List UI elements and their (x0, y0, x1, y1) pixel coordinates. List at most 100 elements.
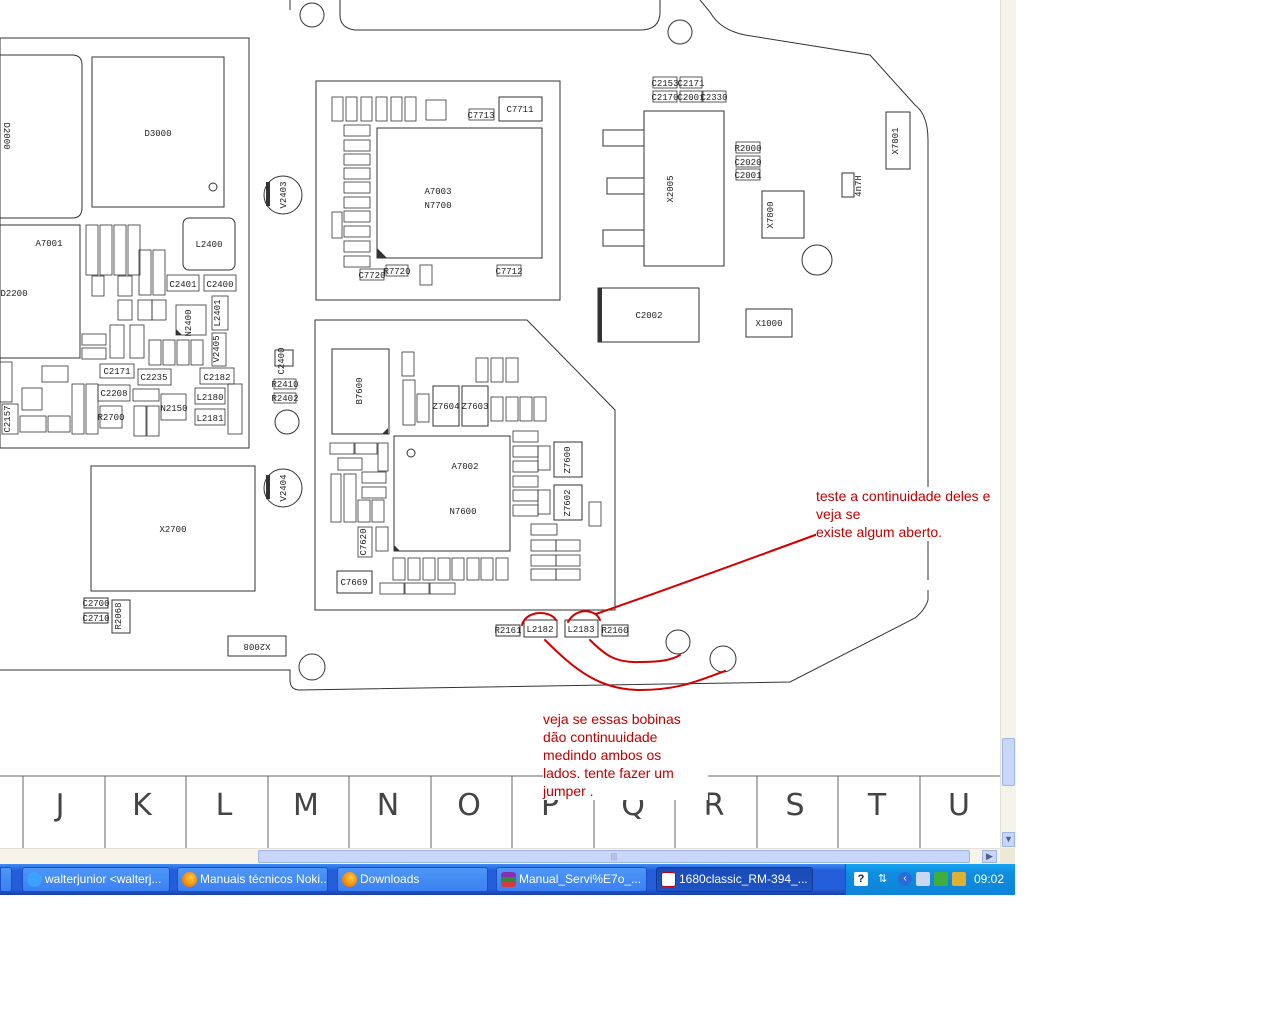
scroll-down-arrow-icon[interactable]: ▼ (1002, 832, 1015, 847)
chip-c2001b: C2001 (677, 93, 704, 103)
chip-c2710: C2710 (82, 614, 109, 624)
chip-d3000: D3000 (144, 129, 171, 139)
chip-c7620: C7620 (359, 528, 369, 555)
chip-c2208: C2208 (100, 389, 127, 399)
chip-c7720: C7720 (358, 271, 385, 281)
winrar-icon (501, 872, 516, 887)
taskbar: walterjunior <walterj... Manuais técnico… (0, 864, 1015, 895)
chip-n2400: N2400 (184, 309, 194, 336)
firefox-icon (342, 872, 357, 887)
chip-n7600: N7600 (449, 507, 476, 517)
chip-a7003: A7003 (424, 187, 451, 197)
chip-c2002: C2002 (635, 311, 662, 321)
chip-b7600: B7600 (355, 377, 365, 404)
taskbar-item-label: Downloads (360, 872, 420, 886)
chip-c2235: C2235 (140, 373, 167, 383)
ruler-letter: N (377, 788, 399, 823)
chip-r7720: R7720 (383, 267, 410, 277)
taskbar-item-firefox-downloads[interactable]: Downloads (337, 867, 488, 892)
chip-r2000: R2000 (734, 144, 761, 154)
chip-r2068: R2068 (114, 602, 124, 629)
help-icon[interactable]: ? (854, 872, 868, 886)
chip-c2153: C2153 (651, 79, 678, 89)
taskbar-item-messenger[interactable] (0, 867, 12, 892)
firefox-icon (182, 872, 197, 887)
chip-z7602: Z7602 (563, 489, 573, 516)
chip-c2171: C2171 (103, 367, 130, 377)
chip-r2410: R2410 (271, 380, 298, 390)
messenger-icon (27, 872, 42, 887)
chip-v2405: V2405 (212, 335, 222, 362)
chip-c7669: C7669 (340, 578, 367, 588)
taskbar-clock[interactable]: 09:02 (974, 872, 1005, 886)
volume-icon[interactable] (952, 872, 966, 886)
chip-l2181: L2181 (196, 414, 223, 424)
chip-c7711: C7711 (506, 105, 533, 115)
ruler-letter: R (704, 788, 725, 823)
chip-c2171b: C2171 (677, 79, 704, 89)
ruler-letter: J (54, 788, 65, 823)
taskbar-item-label: Manual_Servi%E7o_... (519, 872, 642, 886)
safely-remove-icon[interactable] (934, 872, 948, 886)
annotation-coils: veja se essas bobinas dão continuuidade … (543, 710, 708, 800)
chip-l2401: L2401 (213, 299, 223, 326)
pdf-icon (661, 872, 676, 887)
chip-z7604: Z7604 (432, 402, 459, 412)
taskbar-item-label: Manuais técnicos Noki... (200, 872, 328, 886)
chip-x2008: X2008 (243, 641, 270, 651)
chip-v2404: V2404 (279, 474, 289, 501)
vertical-scrollbar[interactable]: ▼ (1000, 0, 1016, 848)
chip-x7800: X7800 (766, 201, 776, 228)
taskbar-item-pdf[interactable]: 1680classic_RM-394_... (656, 867, 813, 892)
chip-z7600: Z7600 (563, 446, 573, 473)
chip-r2160: R2160 (601, 626, 628, 636)
vertical-scroll-thumb[interactable] (1002, 738, 1015, 786)
taskbar-item-label: walterjunior <walterj... (45, 872, 162, 886)
chip-c2157: C2157 (3, 405, 13, 432)
scroll-right-arrow-icon[interactable]: ▶ (982, 850, 997, 863)
chip-c2700: C2700 (82, 599, 109, 609)
chip-c2001: C2001 (734, 171, 761, 181)
ruler-letter: U (948, 788, 970, 823)
network-icon[interactable]: ⇅ (878, 873, 888, 885)
chip-a7001: A7001 (35, 239, 62, 249)
chip-l2180: L2180 (196, 393, 223, 403)
chip-l2182: L2182 (526, 625, 553, 635)
chip-x7801: X7801 (891, 127, 901, 154)
display-icon[interactable] (916, 872, 930, 886)
taskbar-item-messenger-chat[interactable]: walterjunior <walterj... (22, 867, 170, 892)
taskbar-item-firefox-manuals[interactable]: Manuais técnicos Noki... (177, 867, 328, 892)
pcb-schematic: D3000 D2000 A7001 D2200 L2400 C2401 C240… (0, 0, 1000, 848)
ruler-letter: O (457, 788, 481, 823)
chip-c2020: C2020 (734, 158, 761, 168)
chip-l2183: L2183 (567, 625, 594, 635)
chip-d2000: D2000 (1, 122, 11, 149)
document-viewer[interactable]: D3000 D2000 A7001 D2200 L2400 C2401 C240… (0, 0, 1000, 848)
horizontal-scrollbar[interactable]: ||| ▶ (0, 848, 1000, 864)
chip-c7713: C7713 (467, 111, 494, 121)
chip-d2200: D2200 (0, 289, 27, 299)
taskbar-item-winrar[interactable]: Manual_Servi%E7o_... (496, 867, 647, 892)
expand-tray-icon[interactable]: ‹ (898, 872, 912, 886)
chip-a7002: A7002 (451, 462, 478, 472)
chip-c2400b: C2400 (277, 347, 287, 374)
ruler-letter: S (785, 788, 804, 823)
chip-4n7h: 4n7H (854, 175, 864, 197)
taskbar-item-label: 1680classic_RM-394_... (679, 872, 808, 886)
chip-c2400: C2400 (206, 280, 233, 290)
chip-r2402: R2402 (271, 394, 298, 404)
chip-n7700: N7700 (424, 201, 451, 211)
system-tray: ? ⇅ ‹ 09:02 (845, 864, 1015, 895)
horizontal-scroll-thumb[interactable]: ||| (258, 850, 970, 863)
chip-n2150: N2150 (160, 404, 187, 414)
chip-c2182: C2182 (203, 373, 230, 383)
chip-r2161: R2161 (494, 626, 521, 636)
chip-c2170: C2170 (651, 93, 678, 103)
scrollbar-corner (1000, 848, 1015, 864)
chip-c2330: C2330 (700, 93, 727, 103)
chip-z7603: Z7603 (461, 402, 488, 412)
chip-x2700: X2700 (159, 525, 186, 535)
ruler-letter: L (216, 788, 233, 823)
chip-l2400: L2400 (195, 240, 222, 250)
chip-r2700: R2700 (97, 413, 124, 423)
